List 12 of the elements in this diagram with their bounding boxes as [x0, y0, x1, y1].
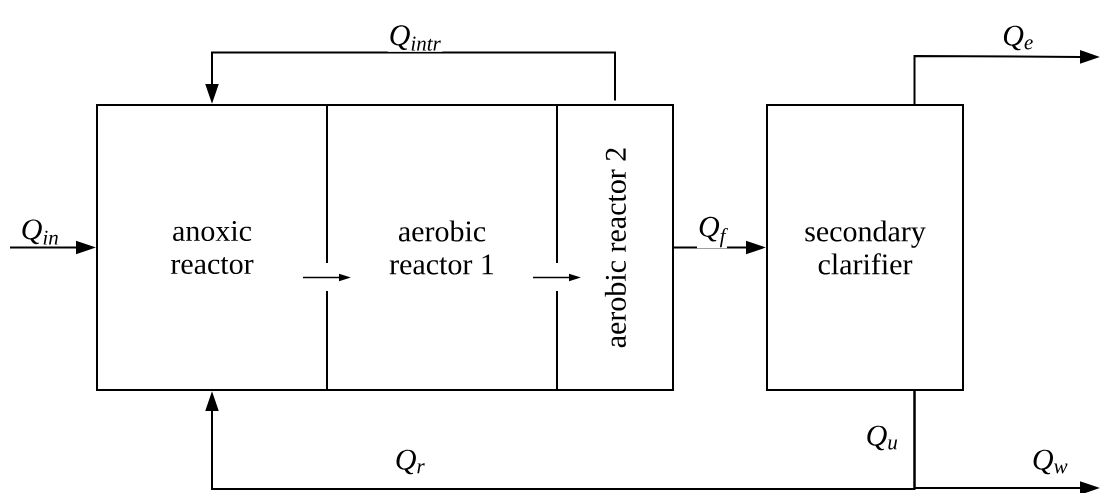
- flow-label: Q$_{intr}$: [387, 24, 443, 52]
- flow-label: Q$_{f}$: [697, 215, 728, 249]
- flow-label: Q$_{u}$: [867, 425, 898, 451]
- reactor-box: aerobic reactor 1: [326, 104, 558, 391]
- flow-label: Q$_{w}$: [1030, 448, 1070, 476]
- flow-label: Q$_{e}$: [1001, 24, 1035, 52]
- arrow: [205, 390, 916, 490]
- clarifier-box: secondary clarifier: [766, 104, 964, 391]
- flow-label: Q$_{in}$: [19, 218, 61, 246]
- flow-label: Q$_{r}$: [393, 448, 427, 476]
- reactor-box: aerobic reactor 2: [556, 104, 674, 391]
- reactor-box: anoxic reactor: [96, 104, 328, 391]
